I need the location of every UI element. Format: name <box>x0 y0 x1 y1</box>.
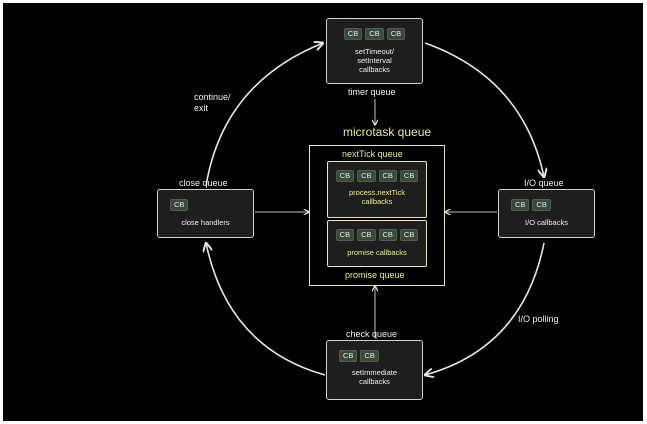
check-queue-label: check queue <box>346 329 398 339</box>
nexttick-cb-row: CB CB CB CB <box>328 170 426 182</box>
arc-close-to-timer <box>205 43 323 187</box>
cb-chip: CB <box>339 350 358 362</box>
timer-box: CB CB CB setTimeout/ setInterval callbac… <box>326 18 423 84</box>
event-loop-diagram: CB CB CB setTimeout/ setInterval callbac… <box>3 3 643 421</box>
cb-chip: CB <box>170 199 189 211</box>
continue-exit-label: continue/ exit <box>194 92 231 113</box>
timer-queue-label: timer queue <box>348 87 396 97</box>
io-polling-label: I/O polling <box>518 314 559 324</box>
check-cb-row: CB CB <box>327 350 422 362</box>
cb-chip: CB <box>335 229 355 241</box>
check-box-text: setImmediate callbacks <box>351 368 398 386</box>
cb-chip: CB <box>378 170 397 182</box>
cb-chip: CB <box>532 199 551 211</box>
nexttick-box: CB CB CB CB process.nextTick callbacks <box>327 161 427 218</box>
microtask-title: microtask queue <box>343 125 432 139</box>
cb-chip: CB <box>357 170 376 182</box>
io-queue-label: I/O queue <box>524 178 564 188</box>
cb-chip: CB <box>357 229 376 241</box>
nexttick-queue-label: nextTick queue <box>342 149 403 159</box>
close-box-text: close handlers <box>181 218 230 227</box>
arc-check-to-close <box>206 243 326 376</box>
nexttick-box-text: process.nextTick callbacks <box>349 188 405 206</box>
promise-box-text: promise callbacks <box>347 248 407 257</box>
close-cb-row: CB <box>158 199 253 211</box>
cb-chip: CB <box>386 28 406 40</box>
arc-io-to-check <box>425 242 545 375</box>
io-box: CB CB I/O callbacks <box>498 189 595 238</box>
close-box: CB close handlers <box>157 189 254 238</box>
promise-cb-row: CB CB CB CB <box>328 229 426 241</box>
promise-queue-label: promise queue <box>345 270 405 280</box>
close-queue-label: close queue <box>179 178 228 188</box>
cb-chip: CB <box>365 28 384 40</box>
arrows-layer <box>3 3 643 421</box>
cb-chip: CB <box>399 170 419 182</box>
timer-cb-row: CB CB CB <box>327 28 422 40</box>
io-box-text: I/O callbacks <box>525 218 568 227</box>
cb-chip: CB <box>343 28 363 40</box>
cb-chip: CB <box>511 199 530 211</box>
cb-chip: CB <box>335 170 355 182</box>
cb-chip: CB <box>399 229 419 241</box>
io-cb-row: CB CB <box>499 199 594 211</box>
check-box: CB CB setImmediate callbacks <box>326 340 423 400</box>
microtask-queue-container: nextTick queue CB CB CB CB process.nextT… <box>309 145 445 286</box>
cb-chip: CB <box>360 350 379 362</box>
arc-timer-to-io <box>424 42 544 177</box>
cb-chip: CB <box>378 229 397 241</box>
timer-box-text: setTimeout/ setInterval callbacks <box>355 47 394 74</box>
promise-box: CB CB CB CB promise callbacks <box>327 220 427 267</box>
